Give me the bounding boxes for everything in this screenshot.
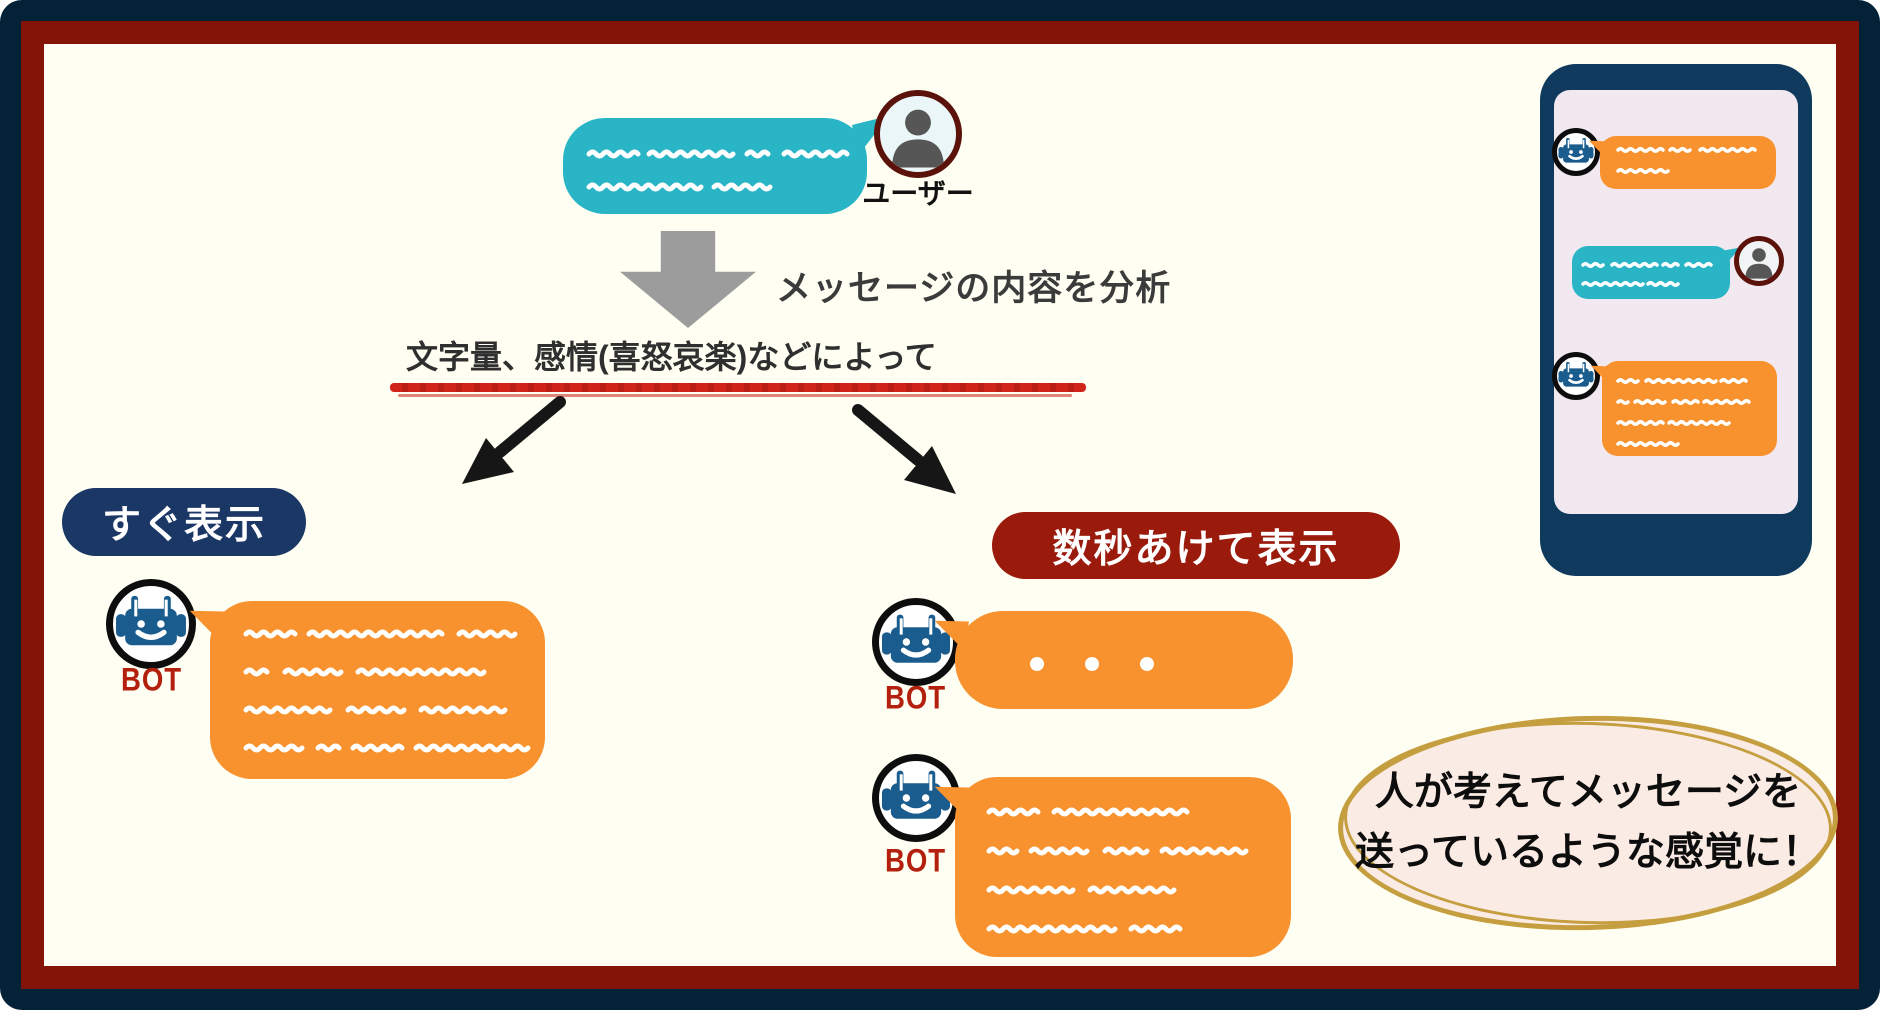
note-callout: 人が考えてメッセージを 送っているような感覚に！: [1335, 709, 1841, 937]
bot-label: BOT: [884, 843, 947, 880]
typing-dot: [1030, 657, 1044, 671]
person-silhouette-icon: [1739, 241, 1779, 281]
delayed-bot-message-bubble: [955, 777, 1291, 957]
typing-indicator-bubble: [955, 611, 1293, 709]
user-label: ユーザー: [862, 178, 974, 209]
phone-user-message-bubble: [1572, 246, 1730, 299]
robot-face-icon: [1557, 357, 1595, 395]
user-avatar-icon: [1734, 236, 1784, 286]
person-silhouette-icon: [880, 96, 956, 172]
bot-label: BOT: [884, 680, 947, 717]
instant-bot-message-bubble: [210, 601, 545, 779]
note-line2: 送っているような感覚に！: [1354, 831, 1822, 874]
bot-avatar-icon: [106, 579, 196, 669]
typing-dot: [1085, 657, 1099, 671]
robot-face-icon: [113, 586, 189, 662]
criteria-label: 文字量、感情(喜怒哀楽)などによって: [406, 339, 937, 375]
bot-label: BOT: [120, 662, 183, 699]
phone-bot-message-bubble: [1602, 361, 1777, 456]
user-message-bubble: [563, 118, 867, 214]
sketch-arrow-right-icon: [852, 404, 956, 494]
user-avatar-icon: [874, 90, 962, 178]
typing-dot: [1140, 657, 1154, 671]
note-line1: 人が考えてメッセージを: [1374, 770, 1802, 814]
sketch-arrow-left-icon: [462, 396, 566, 484]
note-text: 人が考えてメッセージを 送っているような感覚に！: [1355, 763, 1821, 884]
red-crayon-underline: [390, 383, 1086, 397]
phone-bot-message-bubble: [1600, 136, 1776, 189]
delayed-display-badge: 数秒あけて表示: [992, 512, 1400, 579]
instant-display-badge: すぐ表示: [62, 488, 306, 556]
analyze-label: メッセージの内容を分析: [776, 269, 1172, 308]
